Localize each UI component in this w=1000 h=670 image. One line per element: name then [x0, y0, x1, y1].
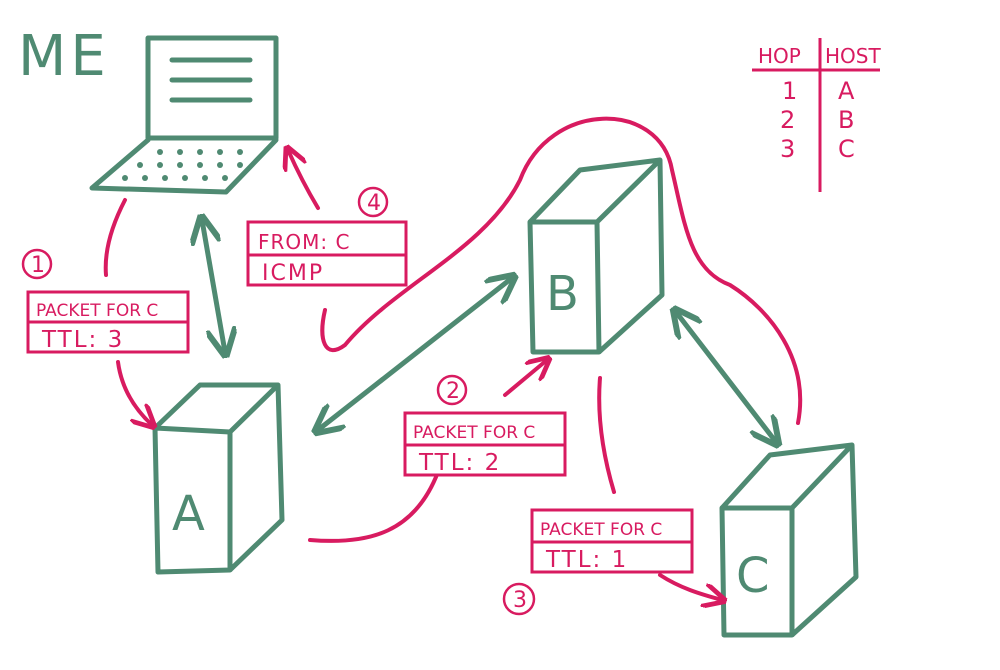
- packet-2-title: PACKET FOR C: [413, 423, 535, 443]
- hop-table-lines: [752, 38, 880, 192]
- laptop-icon: [89, 35, 279, 195]
- packet-3-ttl: TTL: 1: [545, 547, 628, 573]
- reply-box: [246, 220, 408, 287]
- host-a-label: A: [172, 486, 205, 542]
- host-b-label: B: [546, 266, 579, 322]
- host-c-label: C: [736, 548, 770, 604]
- packet-2-ttl: TTL: 2: [418, 450, 501, 476]
- step-2-number: 2: [446, 379, 460, 404]
- step-1-circle: [21, 248, 53, 280]
- link-a-b: [318, 278, 512, 430]
- reply-from: FROM: C: [258, 230, 350, 254]
- path-b-to-c-top: [597, 376, 616, 494]
- hop-table-row-3-host: C: [838, 135, 855, 163]
- hop-table-row-3-hop: 3: [780, 135, 795, 163]
- server-c-icon: [719, 442, 859, 638]
- path-a-to-b-arrow: [503, 360, 547, 397]
- packet-1-box: [26, 290, 190, 354]
- server-a-icon: [152, 382, 285, 575]
- path-me-to-a-top: [103, 198, 127, 277]
- hop-table-row-2-hop: 2: [780, 106, 795, 134]
- hop-table-header-host: HOST: [825, 44, 881, 68]
- path-me-to-a-bottom: [116, 360, 152, 425]
- packet-3-title: PACKET FOR C: [540, 520, 662, 540]
- path-b-to-c-arrow: [658, 573, 722, 600]
- step-2-circle: [436, 374, 468, 406]
- packet-3-box: [530, 508, 694, 574]
- hop-table-row-2-host: B: [838, 106, 854, 134]
- hop-table-row-1-host: A: [838, 77, 855, 105]
- hop-table-header-hop: HOP: [758, 44, 801, 68]
- step-4-number: 4: [367, 191, 381, 216]
- path-reply-to-me: [288, 150, 320, 210]
- packet-2-box: [403, 411, 567, 477]
- step-3-number: 3: [513, 588, 527, 613]
- packet-1-ttl: TTL: 3: [41, 327, 124, 353]
- packet-1-title: PACKET FOR C: [36, 301, 158, 321]
- link-b-c: [676, 312, 776, 442]
- path-c-back-to-me: [320, 116, 803, 425]
- path-a-to-b: [308, 470, 440, 543]
- step-3-circle: [502, 582, 536, 616]
- link-me-a: [202, 220, 225, 352]
- server-b-icon: [527, 157, 665, 355]
- reply-type: ICMP: [262, 261, 324, 286]
- step-1-number: 1: [31, 253, 45, 278]
- hop-table-row-1-hop: 1: [782, 77, 797, 105]
- step-4-circle: [357, 186, 389, 218]
- me-label: ME: [18, 24, 110, 89]
